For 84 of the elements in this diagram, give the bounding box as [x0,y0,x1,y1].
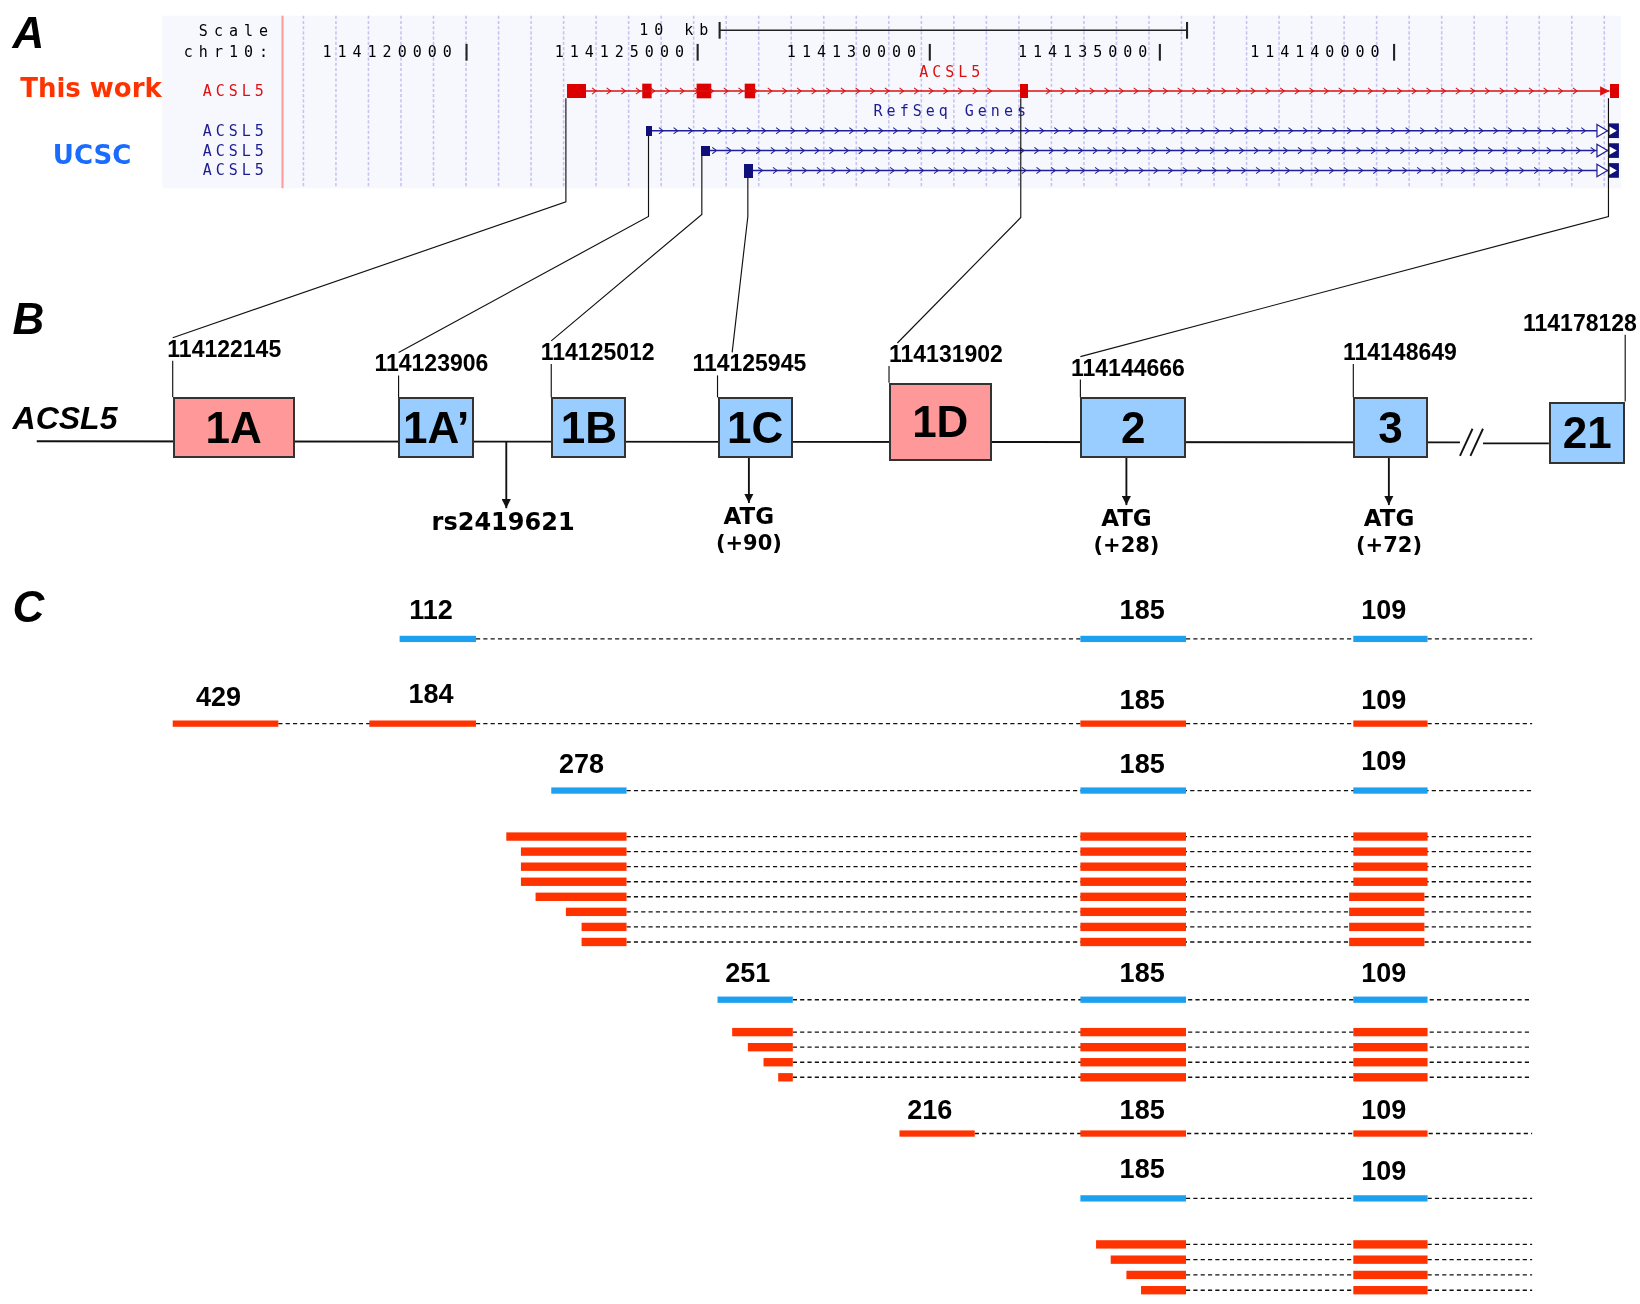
exon-box: 1B [551,397,627,459]
leader-line [896,97,1022,344]
leader-line [731,177,749,353]
arrow [1384,457,1394,506]
exon-length: 185 [1119,594,1165,626]
leader-line [398,135,650,353]
coordinate-label: 114125945 [692,352,810,376]
panel-letter: C [12,581,45,632]
exon-box: 1A’ [398,397,474,459]
arrow [501,440,511,510]
exon-length: 216 [907,1094,953,1126]
track-label: ACSL5 [202,121,268,140]
gene-name: ACSL5 [12,399,118,437]
leader-line [1352,363,1354,398]
exon-box: 1A [172,397,295,459]
leader-line [1079,379,1081,398]
browser-text: 114130000 [786,43,923,62]
browser-text: chr10: [183,43,274,62]
snp-label: rs2419621 [434,508,573,536]
exon-mark [646,125,652,136]
exon-length: 109 [1361,745,1407,777]
exon-box: 1D [889,382,992,462]
exon-length: 112 [409,594,453,626]
leader-line [1079,97,1610,358]
exon-box: 1C [717,397,793,459]
browser-text: 114125000 [554,43,690,62]
position-label: (+28) [1093,532,1160,558]
exon-box: 2 [1080,397,1187,459]
exon-length: 278 [559,748,605,779]
arrow [744,457,754,504]
exon-box: 21 [1549,401,1626,465]
coordinate-label: 114131902 [889,343,1007,367]
position-label: (+72) [1355,532,1422,558]
track-label: ACSL5 [202,141,268,160]
exon-length: 429 [196,681,242,713]
track-label: ACSL5 [202,82,268,100]
exon-mark [700,146,711,156]
coordinate-label: 114122145 [167,337,285,361]
exon-length: 109 [1361,684,1407,716]
browser-text: 10 kb [639,21,715,40]
coordinate-label: 114148649 [1342,340,1461,364]
exon-length: 185 [1119,1094,1165,1126]
track-group-label: UCSC [52,139,132,170]
arrow [584,86,1611,96]
exon-length: 251 [725,957,771,989]
browser-text: 114140000 [1250,43,1386,62]
leader-line [550,155,703,342]
browser-text: 114135000 [1018,43,1154,62]
position-label: (+90) [715,530,782,556]
panel-letter: A [12,8,45,59]
start-codon-label: ATG [1363,505,1415,533]
exon-length: 109 [1361,594,1407,626]
leader-line [888,365,890,384]
track-label: ACSL5 [202,161,268,180]
exon-length: 109 [1361,1155,1407,1187]
leader-line [716,374,719,398]
exon-mark [743,164,754,178]
coordinate-label: 114144666 [1071,356,1189,380]
leader-line [398,374,400,398]
exon-mark [1019,83,1029,99]
leader-line [550,363,552,398]
exon-length: 185 [1119,684,1165,716]
exon-length: 185 [1119,1153,1165,1185]
exon-length: 185 [1119,957,1165,989]
arrow [1121,457,1132,506]
start-codon-label: ATG [1101,505,1152,533]
browser-text: 114120000 [322,43,458,62]
exon-length: 184 [408,679,454,710]
coordinate-label: 114178128 [1519,311,1637,335]
coordinate-label: 114125012 [540,340,658,364]
exon-length: 185 [1119,748,1165,779]
leader-line [1624,334,1626,403]
start-codon-label: ATG [723,503,775,531]
leader-line [172,97,567,339]
exon-mark [1609,83,1620,99]
track-group-label: This work [20,72,162,103]
exon-length: 109 [1361,1094,1407,1126]
leader-line [172,360,174,398]
exon-length: 109 [1361,957,1407,989]
panel-letter: B [12,294,45,344]
browser-text: Scale [198,22,274,41]
track-label: ACSL5 [919,63,985,82]
coordinate-label: 114123906 [374,352,492,376]
exon-box: 3 [1353,397,1428,459]
